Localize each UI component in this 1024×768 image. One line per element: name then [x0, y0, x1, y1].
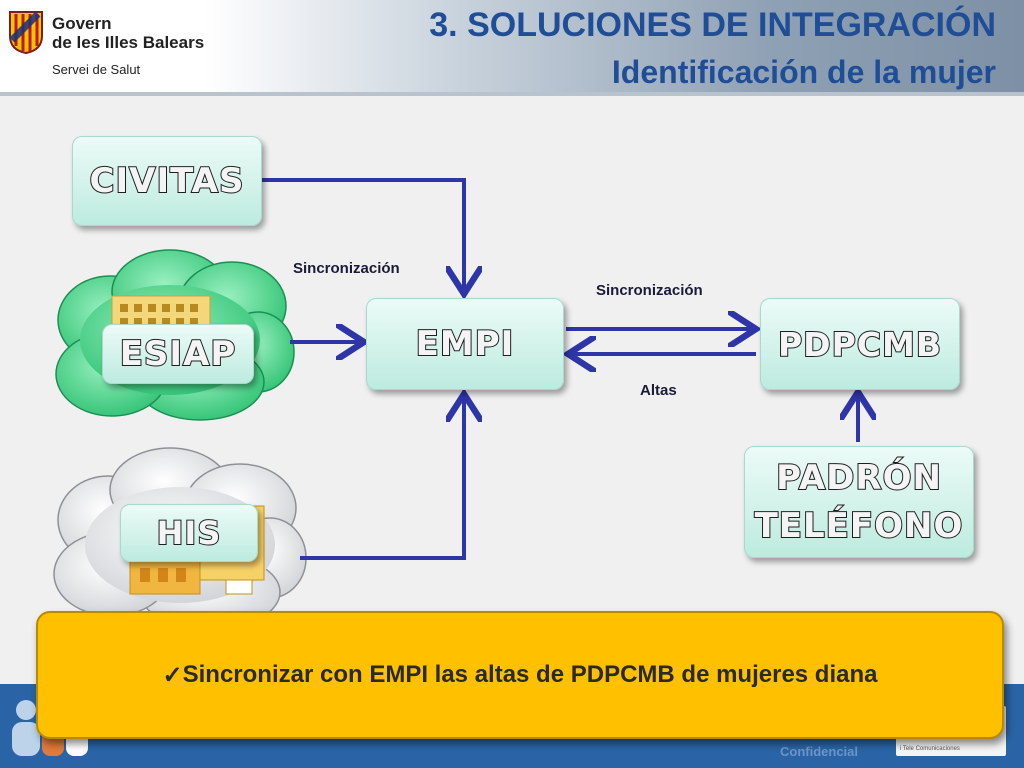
node-pdpcmb: PDPCMB [760, 298, 960, 390]
org-subtitle: Servei de Salut [52, 62, 141, 77]
edge-label-sync-civitas: Sincronización [293, 260, 400, 277]
arrow-civitas-to-empi [260, 178, 464, 290]
footer-logo-text: i Tele Comunicaciones [900, 746, 960, 752]
node-civitas: CIVITAS [72, 136, 262, 226]
node-his: HIS [120, 504, 258, 562]
node-padron-label: PADRÓN [775, 457, 942, 499]
edge-label-altas: Altas [640, 382, 677, 399]
org-name: Govern de les Illes Balears [52, 14, 204, 52]
callout-text: Sincronizar con EMPI las altas de PDPCMB… [182, 661, 878, 688]
node-empi: EMPI [366, 298, 564, 390]
node-his-label: HIS [156, 513, 222, 553]
node-esiap-label: ESIAP [119, 333, 237, 375]
node-esiap: ESIAP [102, 324, 254, 384]
org-name-line1: Govern [52, 14, 112, 33]
slide-title: 3. SOLUCIONES DE INTEGRACIÓN [429, 6, 996, 44]
edge-label-sync-pdpcmb: Sincronización [596, 282, 703, 299]
org-name-line2: de les Illes Balears [52, 33, 205, 52]
node-civitas-label: CIVITAS [89, 160, 245, 202]
callout-box: ✓ Sincronizar con EMPI las altas de PDPC… [36, 611, 1004, 739]
node-telefono-label: TELÉFONO [754, 505, 964, 547]
callout-checkmark: ✓ [162, 661, 183, 689]
coat-of-arms-icon [9, 11, 43, 54]
confidential-label: Confidencial [780, 744, 859, 759]
node-pdpcmb-label: PDPCMB [777, 324, 942, 365]
slide-header: Govern de les Illes Balears Servei de Sa… [0, 0, 1024, 92]
arrow-his-to-empi [300, 398, 464, 560]
node-empi-label: EMPI [415, 323, 515, 365]
slide-subtitle: Identificación de la mujer [611, 54, 996, 90]
node-padron-telefono: PADRÓN TELÉFONO [744, 446, 974, 558]
header-divider [0, 92, 1024, 96]
